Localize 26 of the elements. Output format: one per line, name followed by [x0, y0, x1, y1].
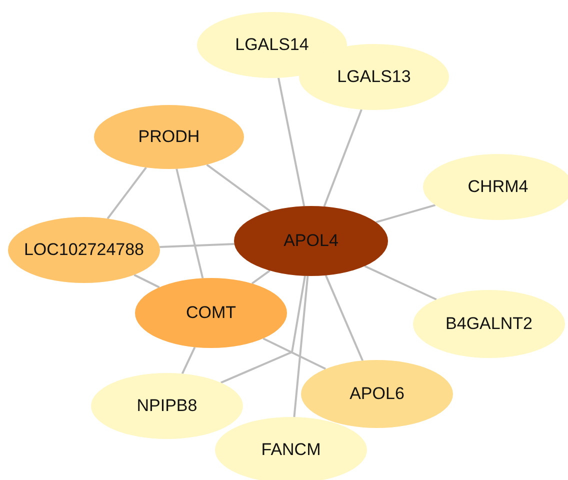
edge-line [134, 274, 160, 288]
gene-label: LGALS13 [337, 67, 411, 87]
edge-line [293, 276, 309, 418]
edge-line [262, 338, 326, 370]
edge-line [181, 346, 196, 374]
gene-label: APOL4 [284, 231, 338, 251]
edge-line [323, 109, 362, 207]
edge-line [176, 168, 204, 278]
gene-label: LGALS14 [235, 35, 309, 55]
edge-line [376, 204, 436, 224]
gene-label: NPIPB8 [136, 396, 198, 416]
edge-line [251, 270, 270, 284]
edge-line [160, 243, 234, 248]
gene-label: APOL6 [350, 384, 404, 404]
edge-line [106, 166, 147, 220]
edge-line [278, 78, 306, 206]
edge-line [324, 274, 364, 361]
gene-label: CHRM4 [468, 177, 528, 197]
gene-label: PRODH [138, 127, 200, 147]
gene-label: LOC102724788 [24, 240, 144, 260]
gene-label: FANCM [261, 440, 321, 460]
gene-label: B4GALNT2 [446, 314, 532, 334]
gene-label: COMT [186, 303, 236, 323]
edge-line [220, 276, 306, 384]
edge-line [364, 265, 437, 300]
edge-line [206, 164, 271, 212]
